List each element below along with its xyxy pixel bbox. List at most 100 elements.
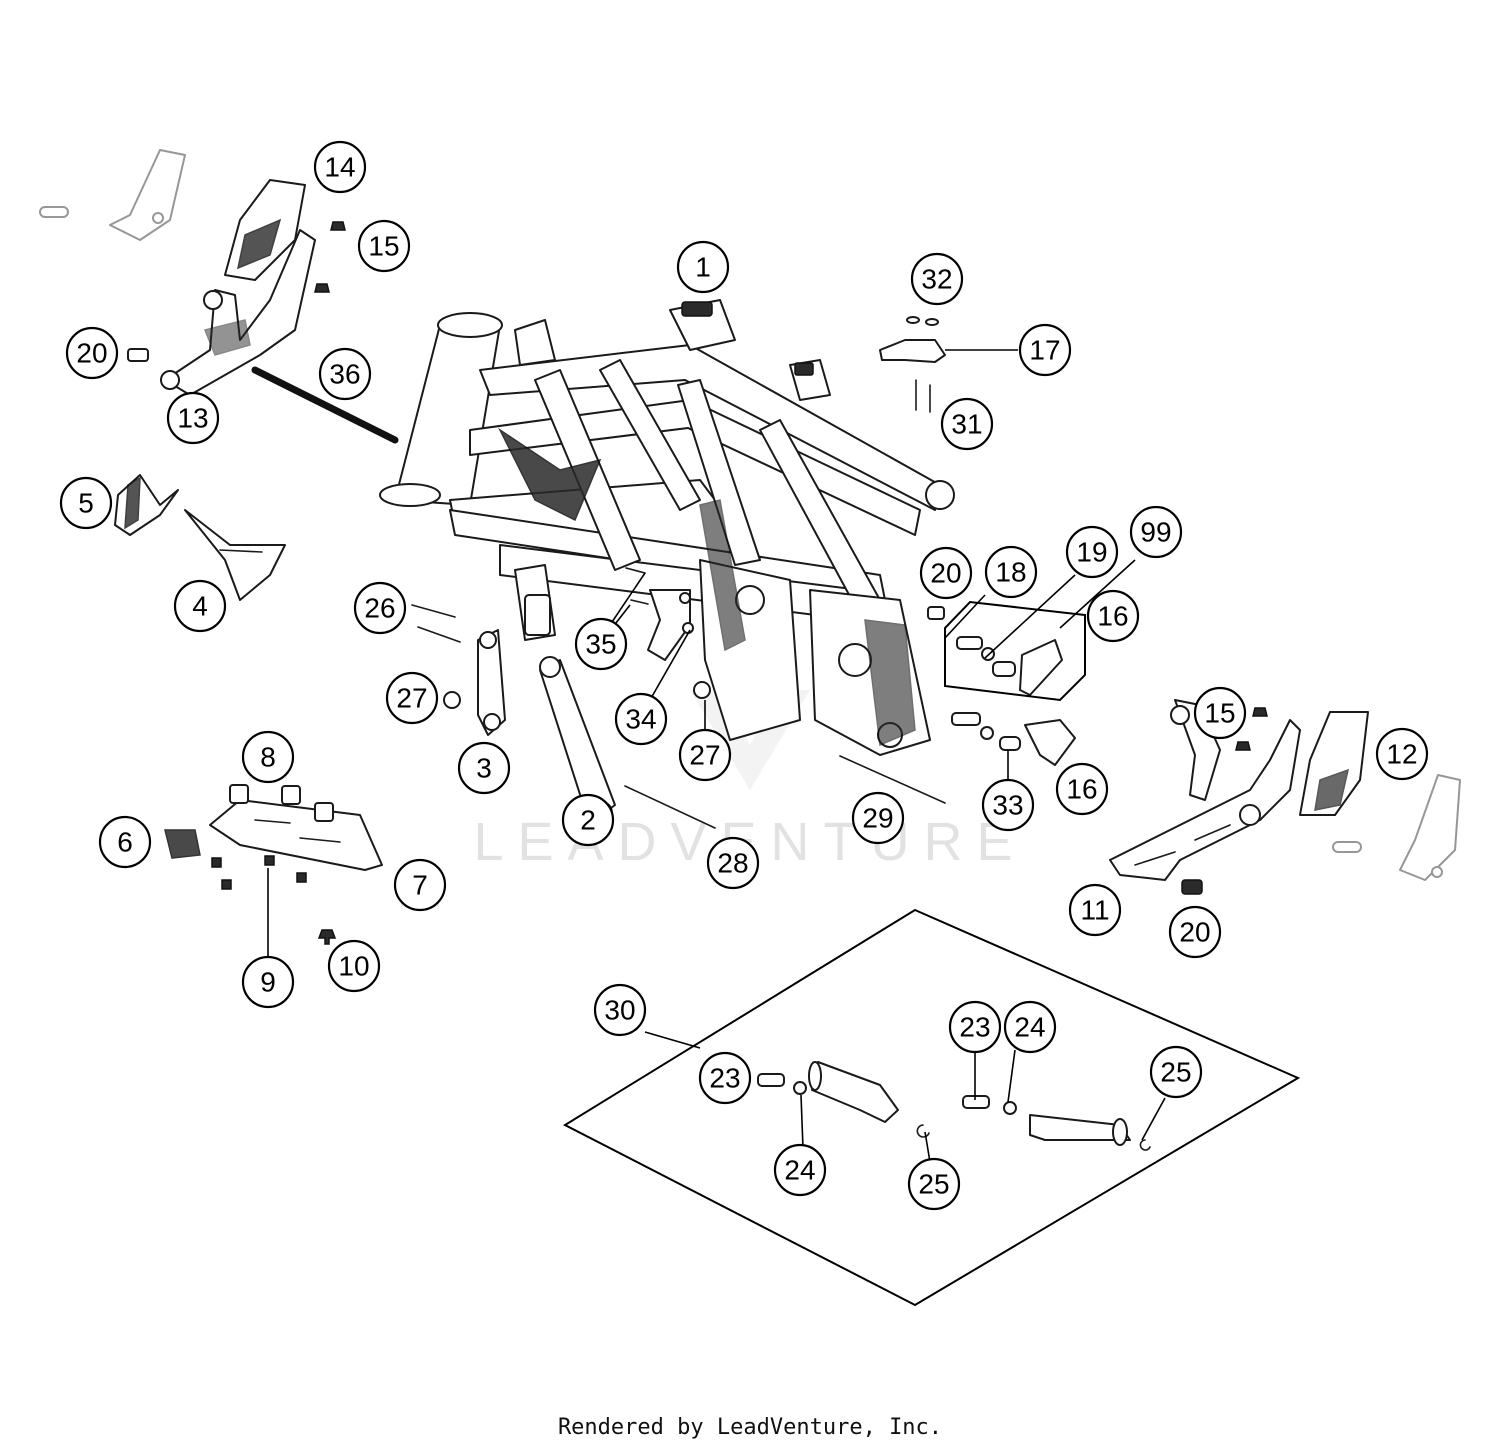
callout-99: 99	[1129, 505, 1183, 559]
kit-30-outline	[562, 908, 1301, 1307]
svg-text:8: 8	[260, 742, 276, 773]
callout-29: 29	[851, 791, 905, 845]
callout-18: 18	[984, 545, 1038, 599]
part-27-nuts	[443, 681, 711, 709]
svg-text:17: 17	[1029, 335, 1060, 366]
svg-text:24: 24	[1014, 1012, 1045, 1043]
part-10-screw	[317, 929, 337, 945]
svg-text:36: 36	[329, 359, 360, 390]
svg-text:13: 13	[177, 403, 208, 434]
callout-12: 12	[1375, 727, 1429, 781]
svg-text:10: 10	[338, 951, 369, 982]
passenger-peg-right	[1332, 774, 1461, 881]
part-35-screws	[625, 567, 649, 605]
svg-text:12: 12	[1386, 739, 1417, 770]
svg-text:16: 16	[1066, 774, 1097, 805]
callout-33: 33	[981, 778, 1035, 832]
main-frame	[379, 299, 955, 756]
svg-text:27: 27	[689, 740, 720, 771]
callout-32: 32	[910, 252, 964, 306]
svg-text:30: 30	[604, 995, 635, 1026]
callout-27-mid: 27	[678, 728, 732, 782]
part-12-heel-guard-right	[1299, 711, 1369, 816]
svg-text:32: 32	[921, 264, 952, 295]
callout-20-left: 20	[65, 326, 119, 380]
callout-2: 2	[561, 793, 615, 847]
callout-5: 5	[59, 476, 113, 530]
callout-23-right: 23	[948, 1000, 1002, 1054]
part-99-outline	[944, 600, 1086, 702]
part-36-rod	[251, 366, 399, 444]
svg-text:20: 20	[1179, 917, 1210, 948]
svg-text:27: 27	[396, 683, 427, 714]
kit-30-footpegs	[757, 1061, 1151, 1151]
render-credit: Rendered by LeadVenture, Inc.	[557, 1415, 943, 1440]
svg-text:28: 28	[717, 848, 748, 879]
svg-text:1: 1	[695, 252, 711, 283]
callout-35: 35	[574, 617, 628, 671]
part-9-screws	[211, 855, 307, 890]
callout-28: 28	[706, 836, 760, 890]
svg-text:25: 25	[918, 1169, 949, 1200]
callout-30: 30	[593, 983, 647, 1037]
svg-text:16: 16	[1097, 601, 1128, 632]
callout-26: 26	[353, 581, 407, 635]
svg-text:15: 15	[1204, 698, 1235, 729]
svg-text:3: 3	[476, 753, 492, 784]
svg-text:6: 6	[117, 827, 133, 858]
callout-7: 7	[393, 858, 447, 912]
bolts-left	[127, 221, 346, 362]
leader-lines	[267, 349, 1166, 1163]
callout-16-lower: 16	[1055, 762, 1109, 816]
callout-6: 6	[98, 815, 152, 869]
svg-text:18: 18	[995, 557, 1026, 588]
callout-24-left: 24	[773, 1143, 827, 1197]
svg-text:11: 11	[1080, 895, 1109, 926]
part-29-axle	[839, 755, 946, 804]
callout-15-left: 15	[357, 219, 411, 273]
svg-text:2: 2	[580, 805, 596, 836]
svg-text:26: 26	[364, 593, 395, 624]
part-6-clip	[164, 829, 201, 859]
callout-9: 9	[241, 955, 295, 1009]
callout-25-right: 25	[1149, 1045, 1203, 1099]
callout-27-left: 27	[385, 671, 439, 725]
callout-15-right: 15	[1193, 686, 1247, 740]
callout-8: 8	[241, 730, 295, 784]
part-8-dampers	[229, 784, 334, 822]
svg-text:14: 14	[324, 152, 355, 183]
callout-10: 10	[327, 939, 381, 993]
part-7-plate	[209, 799, 383, 871]
bolts-right	[927, 606, 1268, 895]
svg-text:99: 99	[1140, 517, 1171, 548]
svg-text:23: 23	[709, 1063, 740, 1094]
callouts: 1 2 3 4 5 6 7 8 9 10 11 12 13 14 15 15 1…	[59, 140, 1429, 1211]
svg-text:25: 25	[1160, 1057, 1191, 1088]
callout-36: 36	[318, 347, 372, 401]
svg-text:5: 5	[78, 488, 94, 519]
svg-text:9: 9	[260, 967, 276, 998]
svg-text:29: 29	[862, 803, 893, 834]
part-16-lower	[951, 712, 1076, 766]
callout-3: 3	[457, 741, 511, 795]
part-3-link	[477, 629, 506, 736]
part-34-plate	[647, 589, 694, 661]
callout-4: 4	[173, 579, 227, 633]
svg-text:33: 33	[992, 790, 1023, 821]
part-5-bracket	[114, 474, 179, 536]
callout-19: 19	[1065, 525, 1119, 579]
part-99-kit-box	[956, 636, 1063, 696]
callout-11: 11	[1068, 883, 1122, 937]
callout-13: 13	[166, 391, 220, 445]
svg-text:7: 7	[412, 870, 428, 901]
callout-1: 1	[676, 240, 730, 294]
svg-text:4: 4	[192, 591, 208, 622]
svg-text:20: 20	[930, 558, 961, 589]
svg-text:19: 19	[1076, 537, 1107, 568]
part-14-heel-guard	[224, 179, 306, 281]
svg-text:24: 24	[784, 1155, 815, 1186]
callout-25-left: 25	[907, 1157, 961, 1211]
callout-20-mid: 20	[919, 546, 973, 600]
svg-text:20: 20	[76, 338, 107, 369]
